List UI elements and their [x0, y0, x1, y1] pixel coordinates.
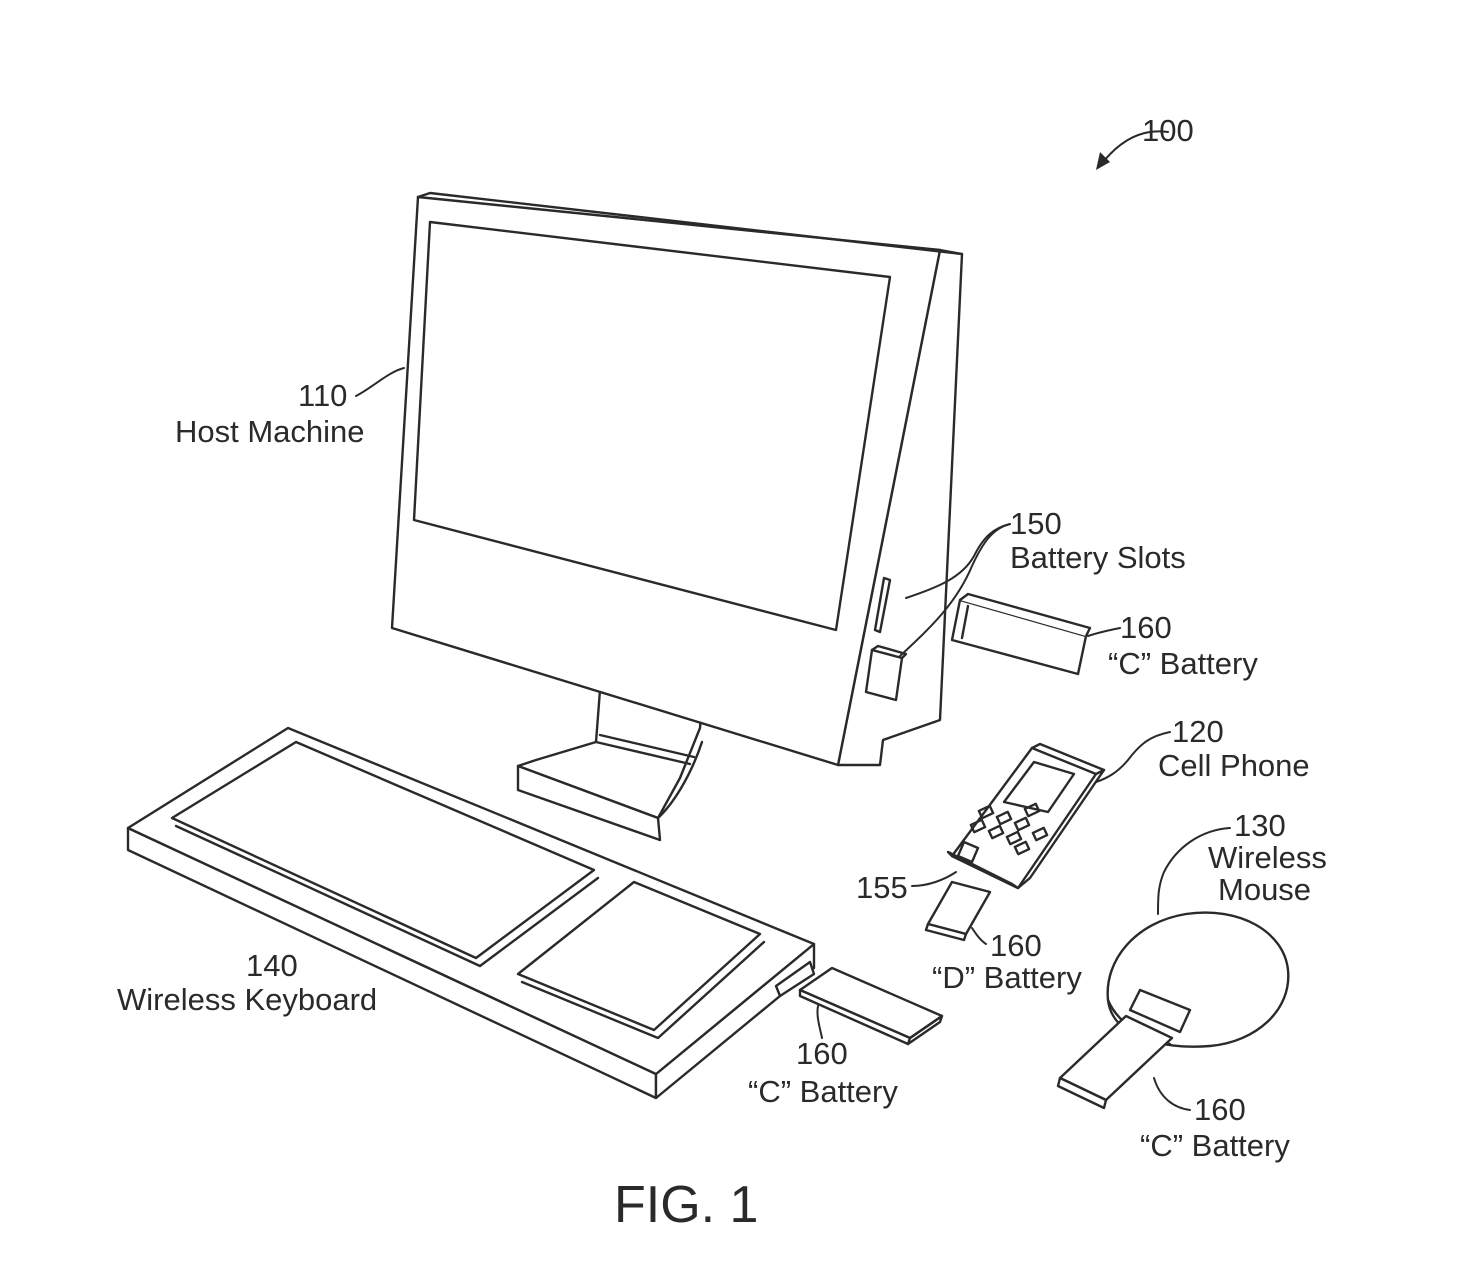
reference-labels: 110 Host Machine 150 Battery Slots 160 “… [117, 378, 1327, 1163]
d-battery-number: 160 [990, 928, 1042, 963]
cell-phone [946, 742, 1106, 890]
c-battery-keyboard [798, 966, 944, 1046]
host-name: Host Machine [175, 414, 365, 449]
keyboard-number: 140 [246, 948, 298, 983]
d-battery [924, 880, 992, 942]
system-number: 100 [1142, 113, 1194, 148]
host-machine-monitor [390, 191, 964, 767]
phone-number: 120 [1172, 714, 1224, 749]
host-number: 110 [298, 378, 347, 413]
phone-name: Cell Phone [1158, 748, 1310, 783]
d-battery-name: “D” Battery [932, 960, 1082, 995]
wireless-keyboard [126, 726, 816, 1100]
mouse-name-line1: Wireless [1208, 840, 1327, 875]
leader-lines [355, 367, 1231, 1111]
c-battery-mouse-number: 160 [1194, 1092, 1246, 1127]
c-battery-host-number: 160 [1120, 610, 1172, 645]
mouse-number: 130 [1234, 808, 1286, 843]
slots-name: Battery Slots [1010, 540, 1186, 575]
c-battery-mouse-name: “C” Battery [1140, 1128, 1290, 1163]
system-reference: 100 [1096, 113, 1194, 170]
c-battery-host-name: “C” Battery [1108, 646, 1258, 681]
c-battery-host [950, 592, 1092, 676]
slots-number: 150 [1010, 506, 1062, 541]
phone-keypad [969, 802, 1049, 856]
phone-port-number: 155 [856, 870, 908, 905]
mouse-name-line2: Mouse [1218, 872, 1311, 907]
monitor-stand [516, 688, 704, 842]
c-battery-kb-number: 160 [796, 1036, 848, 1071]
figure-caption: FIG. 1 [614, 1176, 758, 1234]
keyboard-name: Wireless Keyboard [117, 982, 377, 1017]
c-battery-kb-name: “C” Battery [748, 1074, 898, 1109]
c-battery-mouse [1056, 1014, 1174, 1110]
